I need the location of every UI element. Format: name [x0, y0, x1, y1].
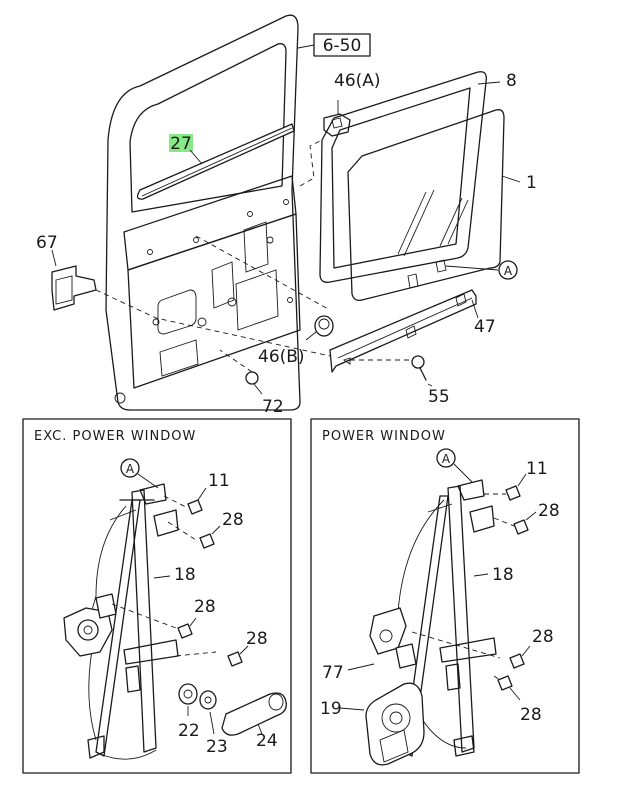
bolt-55: 55	[411, 355, 450, 407]
bracket: 67	[36, 233, 97, 311]
stopper-a: 46(A)	[323, 71, 381, 137]
glass-run: 8	[319, 71, 517, 283]
manual-bolt-28b	[177, 617, 197, 639]
callout-a-label: A	[504, 264, 513, 278]
label-door-glass: 1	[526, 173, 537, 193]
label-bolt-72: 72	[262, 397, 284, 417]
power-label-77: 77	[322, 663, 344, 683]
washer-23	[199, 690, 217, 735]
label-bracket: 67	[36, 233, 58, 253]
power-panel-title: POWER WINDOW	[322, 429, 446, 444]
manual-label-18: 18	[174, 565, 196, 585]
manual-label-28b: 28	[194, 597, 216, 617]
reference-label: 6-50	[323, 36, 362, 56]
manual-label-24: 24	[256, 731, 278, 751]
manual-panel-title: EXC. POWER WINDOW	[34, 429, 196, 444]
window-motor	[365, 682, 425, 766]
door-panel	[105, 14, 301, 411]
power-label-11: 11	[526, 459, 548, 479]
highlight-27: 27	[169, 134, 203, 165]
power-bolt-28c	[497, 675, 521, 701]
label-stopper-b: 46(B)	[258, 347, 305, 367]
power-bolt-28b	[509, 645, 531, 669]
power-bolt-11	[505, 473, 527, 501]
manual-window-panel: EXC. POWER WINDOW A	[22, 418, 292, 774]
manual-label-28a: 28	[222, 510, 244, 530]
power-bolt-28a	[513, 511, 537, 535]
manual-label-23: 23	[206, 737, 228, 757]
power-window-panel: POWER WINDOW A	[310, 418, 580, 774]
assembly-leaders	[95, 139, 410, 373]
power-label-28b: 28	[532, 627, 554, 647]
manual-label-28c: 28	[246, 629, 268, 649]
label-bolt-55: 55	[428, 387, 450, 407]
washer-22	[178, 683, 198, 716]
manual-bolt-28c	[227, 645, 249, 667]
manual-callout-a: A	[126, 462, 135, 476]
power-callout-a: A	[442, 452, 451, 466]
door-glass: 1 A	[347, 109, 537, 302]
channel-rail: 47	[329, 289, 496, 373]
manual-bolt-11	[187, 487, 207, 515]
power-label-18: 18	[492, 565, 514, 585]
power-label-19: 19	[320, 699, 342, 719]
manual-label-22: 22	[178, 721, 200, 741]
bolt-72: 72	[245, 371, 284, 417]
label-glass-guide-seal: 27	[170, 134, 192, 154]
power-label-28a: 28	[538, 501, 560, 521]
stopper-b: 46(B)	[258, 315, 334, 367]
label-channel: 47	[474, 317, 496, 337]
manual-label-11: 11	[208, 471, 230, 491]
label-stopper-a: 46(A)	[334, 71, 381, 91]
power-label-28c: 28	[520, 705, 542, 725]
reference-box: 6-50	[297, 33, 371, 57]
window-handle	[221, 692, 287, 736]
glass-guide-seal	[136, 123, 295, 200]
label-glass-run: 8	[506, 71, 517, 91]
manual-bolt-28a	[199, 525, 221, 549]
